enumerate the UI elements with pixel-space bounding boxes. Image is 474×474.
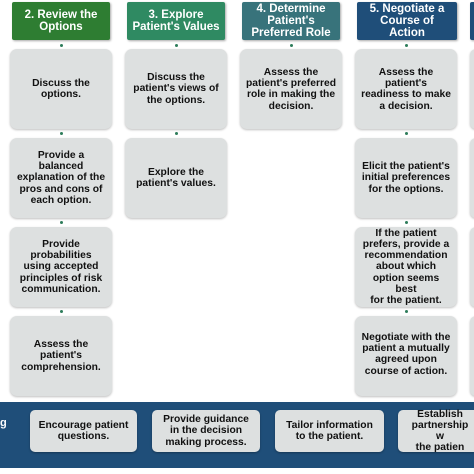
header-explore-values-label: 3. Explore Patient's Values (132, 9, 220, 33)
negotiate-card-readiness: Assess the patient's readiness to make a… (355, 49, 457, 129)
header-explore-values: 3. Explore Patient's Values (127, 2, 225, 40)
connector-dot (60, 44, 63, 47)
connector-dot (405, 221, 408, 224)
connector-dot (405, 44, 408, 47)
band-card-text: Tailor information to the patient. (286, 419, 373, 442)
negotiate-card-recommendation: If the patient prefers, provide a recomm… (355, 227, 457, 307)
connector-dot (405, 132, 408, 135)
determine-card-text: Assess the patient's preferred role in m… (246, 67, 336, 112)
connector-dot (175, 132, 178, 135)
determine-card-preferred-role: Assess the patient's preferred role in m… (240, 49, 342, 129)
header-review-options: 2. Review the Options (12, 2, 110, 40)
review-card-text: Discuss the options. (32, 77, 90, 100)
header-negotiate-action-label: 5. Negotiate a Course of Action (369, 3, 445, 39)
band-card-encourage-questions: Encourage patient questions. (30, 410, 137, 452)
band-card-establish-partnership: Establish partnership w the patien (398, 408, 474, 454)
negotiate-card-text: Assess the patient's readiness to make a… (361, 67, 451, 112)
review-card-text: Provide a balanced explanation of the pr… (16, 149, 106, 206)
review-card-probabilities: Provide probabilities using accepted pri… (10, 227, 112, 307)
next-column-card-edge (470, 227, 474, 307)
explore-card-text: Discuss the patient's views of the optio… (133, 72, 219, 106)
connector-dot (290, 44, 293, 47)
negotiate-card-mutual-agreement: Negotiate with the patient a mutually ag… (355, 316, 457, 396)
next-column-card-edge (470, 138, 474, 218)
explore-card-text: Explore the patient's values. (136, 166, 216, 189)
connector-dot (175, 44, 178, 47)
band-card-text: Establish partnership w the patien (411, 408, 469, 454)
header-review-options-label: 2. Review the Options (24, 9, 98, 33)
band-card-text: Provide guidance in the decision making … (163, 414, 249, 448)
connector-dot (60, 310, 63, 313)
next-column-card-edge (470, 49, 474, 129)
explore-card-values: Explore the patient's values. (125, 138, 227, 218)
band-card-provide-guidance: Provide guidance in the decision making … (152, 410, 260, 452)
explore-card-views: Discuss the patient's views of the optio… (125, 49, 227, 129)
header-next-step-edge (470, 2, 474, 40)
negotiate-card-initial-preferences: Elicit the patient's initial preferences… (355, 138, 457, 218)
header-negotiate-action: 5. Negotiate a Course of Action (357, 2, 457, 40)
connector-dot (60, 132, 63, 135)
negotiate-card-text: If the patient prefers, provide a recomm… (362, 227, 450, 307)
review-card-comprehension: Assess the patient's comprehension. (10, 316, 112, 396)
review-card-text: Assess the patient's comprehension. (21, 339, 101, 373)
review-card-balanced-explanation: Provide a balanced explanation of the pr… (10, 138, 112, 218)
band-card-text: Encourage patient questions. (38, 419, 129, 442)
negotiate-card-text: Negotiate with the patient a mutually ag… (361, 332, 451, 377)
next-column-card-edge (470, 316, 474, 396)
band-card-tailor-information: Tailor information to the patient. (275, 410, 384, 452)
header-determine-role: 4. Determine Patient's Preferred Role (242, 2, 340, 40)
review-card-text: Provide probabilities using accepted pri… (19, 238, 103, 295)
band-label-fragment: g (0, 417, 7, 429)
header-determine-role-label: 4. Determine Patient's Preferred Role (251, 3, 331, 39)
negotiate-card-text: Elicit the patient's initial preferences… (361, 161, 451, 195)
review-card-discuss-options: Discuss the options. (10, 49, 112, 129)
connector-dot (405, 310, 408, 313)
connector-dot (60, 221, 63, 224)
